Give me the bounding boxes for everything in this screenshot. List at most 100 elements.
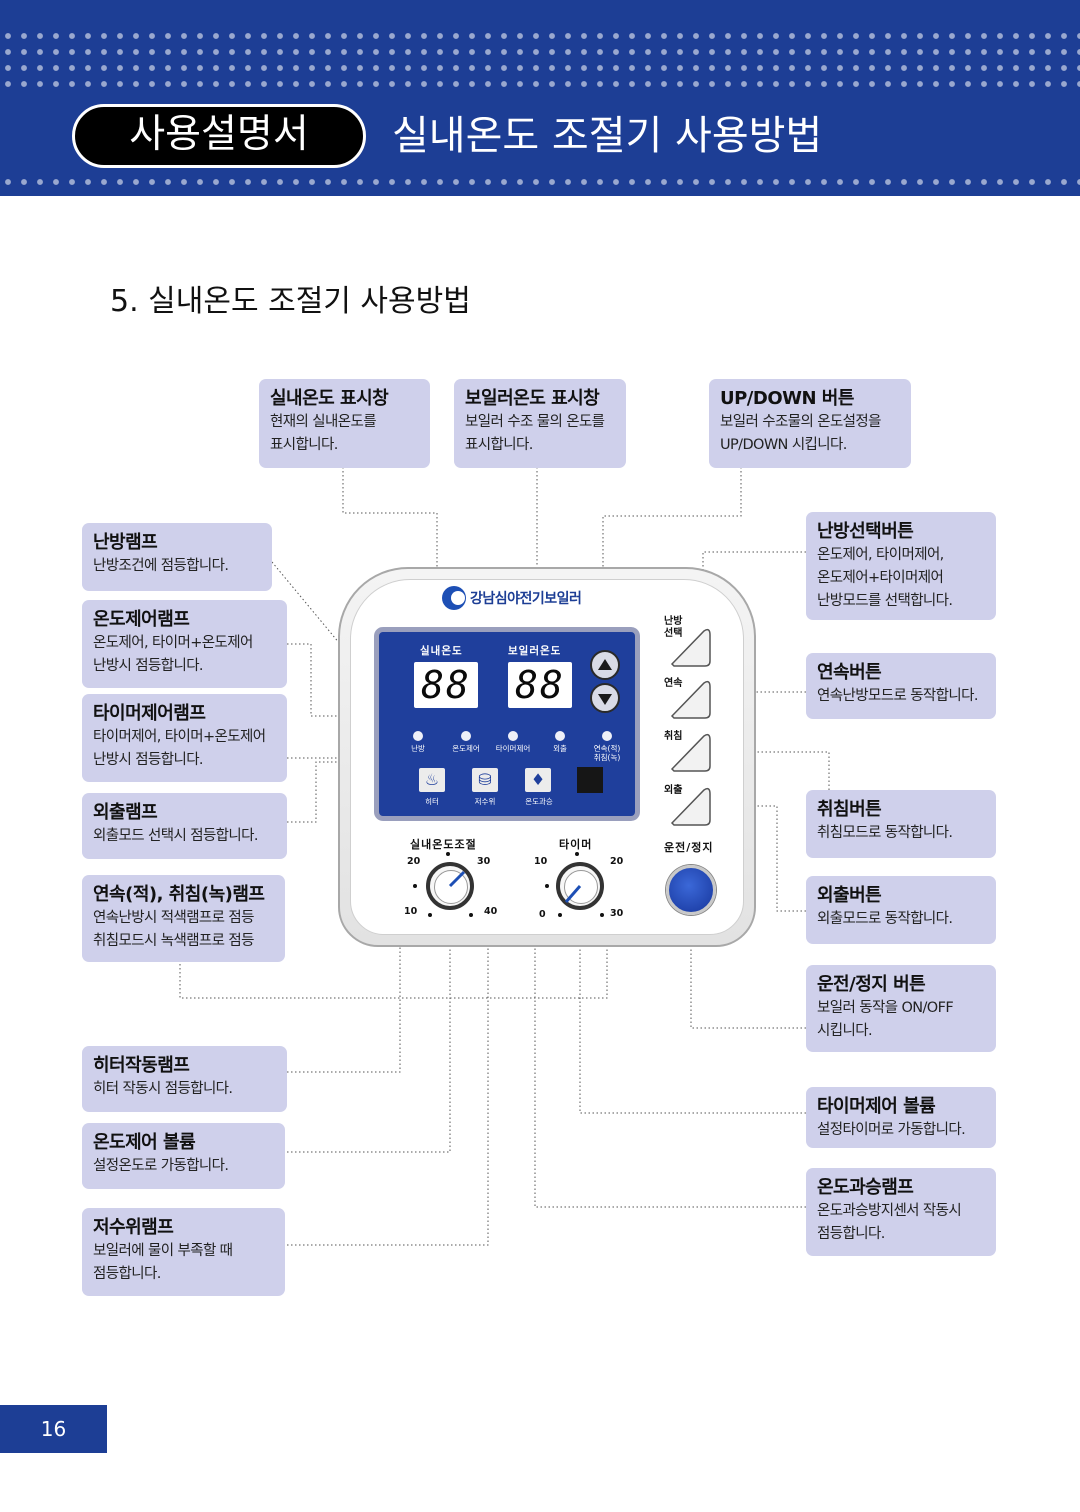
callout-text: 온도제어+타이머제어 xyxy=(817,570,944,586)
callout-timer-volume: 타이머제어 볼륨 설정타이머로 가동합니다. xyxy=(806,1087,996,1148)
knob-dot xyxy=(469,913,473,917)
room-knob-tick: 40 xyxy=(484,906,498,917)
callout-title: 저수위램프 xyxy=(93,1217,174,1238)
knob-dot xyxy=(413,884,417,888)
header-dots-row xyxy=(0,62,1080,74)
callout-text: 시킵니다. xyxy=(817,1023,873,1039)
callout-title: 타이머제어램프 xyxy=(93,703,206,724)
down-button[interactable] xyxy=(590,683,620,713)
callout-title: 난방램프 xyxy=(93,532,158,553)
heating-lamp-label: 난방 xyxy=(411,744,425,753)
callout-text: 연속난방모드로 동작합니다. xyxy=(817,688,979,704)
heating-lamp xyxy=(413,731,423,741)
boiler-temp-label: 보일러온도 xyxy=(508,645,562,657)
continuous-sleep-lamp xyxy=(602,731,612,741)
callout-text: UP/DOWN 시킵니다. xyxy=(720,437,847,453)
callout-text: 온도제어, 타이머제어, xyxy=(817,547,944,563)
low-water-icon: ⛁ xyxy=(472,768,498,792)
away-lamp-label: 외출 xyxy=(553,744,567,753)
callout-text: 취침모드시 녹색램프로 점등 xyxy=(93,933,255,949)
knob-dot xyxy=(575,852,579,856)
header-dots-row xyxy=(0,30,1080,42)
continuous-button[interactable] xyxy=(668,678,712,720)
header-title: 실내온도 조절기 사용방법 xyxy=(392,113,823,159)
callout-text: 보일러 수조 물의 온도를 xyxy=(465,414,605,430)
room-knob-tick: 20 xyxy=(407,856,421,867)
callout-room-display: 실내온도 표시창 현재의 실내온도를 표시합니다. xyxy=(259,379,430,468)
timer-control-knob[interactable] xyxy=(556,862,604,910)
callout-title: 온도과승램프 xyxy=(817,1177,914,1198)
callout-text: 온도제어, 타이머+온도제어 xyxy=(93,635,253,651)
callout-away-lamp: 외출램프 외출모드 선택시 점등합니다. xyxy=(82,793,287,859)
low-water-lamp-label: 저수위 xyxy=(474,797,496,806)
boiler-temp-display: 88 xyxy=(508,662,572,708)
timer-knob-pointer-icon xyxy=(564,885,582,903)
section-title: 5. 실내온도 조절기 사용방법 xyxy=(110,284,471,319)
callout-title: 실내온도 표시창 xyxy=(270,388,389,409)
callout-title: 운전/정지 버튼 xyxy=(817,974,926,995)
heat-select-label-1: 난방 xyxy=(664,616,683,627)
sleep-button[interactable] xyxy=(668,731,712,773)
callout-title: 타이머제어 볼륨 xyxy=(817,1096,936,1117)
temp-control-lamp xyxy=(461,731,471,741)
callout-updown: UP/DOWN 버튼 보일러 수조물의 온도설정을 UP/DOWN 시킵니다. xyxy=(709,379,911,468)
knob-dot xyxy=(446,852,450,856)
power-label: 운전/정지 xyxy=(664,841,714,854)
callout-title: 연속버튼 xyxy=(817,662,882,683)
power-button[interactable] xyxy=(666,865,716,915)
callout-overheat-lamp: 온도과승램프 온도과승방지센서 작동시 점등합니다. xyxy=(806,1168,996,1256)
callout-text: 난방시 점등합니다. xyxy=(93,658,204,674)
callout-continuous-button: 연속버튼 연속난방모드로 동작합니다. xyxy=(806,653,996,719)
callout-text: 보일러 수조물의 온도설정을 xyxy=(720,414,882,430)
heater-icon: ♨ xyxy=(419,768,445,792)
temp-knob-pointer-icon xyxy=(448,870,466,888)
callout-text: 현재의 실내온도를 xyxy=(270,414,377,430)
callout-boiler-display: 보일러온도 표시창 보일러 수조 물의 온도를 표시합니다. xyxy=(454,379,626,468)
temp-control-lamp-label: 온도제어 xyxy=(452,744,480,753)
room-knob-tick: 30 xyxy=(477,856,491,867)
room-temp-label: 실내온도 xyxy=(420,645,463,657)
brand-name: 강남심야전기보일러 xyxy=(470,591,582,607)
continuous-lamp-label: 연속(적) xyxy=(593,744,621,753)
room-temp-display: 88 xyxy=(414,662,478,708)
room-knob-label: 실내온도조절 xyxy=(410,838,477,851)
knob-dot xyxy=(600,913,604,917)
callout-title: 연속(적), 취침(녹)램프 xyxy=(93,884,265,905)
callout-text: 연속난방시 적색램프로 점등 xyxy=(93,910,255,926)
callout-text: 히터 작동시 점등합니다. xyxy=(93,1081,233,1097)
callout-text: 보일러에 물이 부족할 때 xyxy=(93,1243,233,1259)
callout-heating-lamp: 난방램프 난방조건에 점등합니다. xyxy=(82,523,272,591)
callout-text: 난방조건에 점등합니다. xyxy=(93,558,229,574)
callout-title: 히터작동램프 xyxy=(93,1055,190,1076)
up-button[interactable] xyxy=(590,650,620,680)
callout-text: 점등합니다. xyxy=(93,1266,161,1282)
away-button[interactable] xyxy=(668,785,712,827)
header-dots-row xyxy=(0,46,1080,58)
knob-dot xyxy=(558,913,562,917)
brand: 강남심야전기보일러 xyxy=(442,586,582,610)
callout-text: 점등합니다. xyxy=(817,1226,885,1242)
callout-text: 설정타이머로 가동합니다. xyxy=(817,1122,966,1138)
continuous-label: 연속 xyxy=(664,678,683,689)
callout-sleep-button: 취침버튼 취침모드로 동작합니다. xyxy=(806,790,996,858)
callout-title: 보일러온도 표시창 xyxy=(465,388,600,409)
sleep-label: 취침 xyxy=(664,731,683,742)
timer-knob-label: 타이머 xyxy=(559,838,593,851)
callout-text: 표시합니다. xyxy=(270,437,338,453)
callout-text: 취침모드로 동작합니다. xyxy=(817,825,953,841)
away-lamp xyxy=(555,731,565,741)
callout-away-button: 외출버튼 외출모드로 동작합니다. xyxy=(806,876,996,944)
callout-text: 표시합니다. xyxy=(465,437,533,453)
knob-dot xyxy=(428,913,432,917)
callout-text: 난방시 점등합니다. xyxy=(93,752,204,768)
timer-knob-tick: 0 xyxy=(539,909,546,920)
overheat-flame-icon: ♦ xyxy=(525,768,551,792)
callout-text: 타이머제어, 타이머+온도제어 xyxy=(93,729,266,745)
heater-lamp-label: 히터 xyxy=(425,797,439,806)
callout-temp-volume: 온도제어 볼륨 설정온도로 가동합니다. xyxy=(82,1123,285,1189)
callout-text: 보일러 동작을 ON/OFF xyxy=(817,1000,954,1016)
page-header: 사용설명서 실내온도 조절기 사용방법 xyxy=(0,0,1080,196)
sleep-lamp-label: 취침(녹) xyxy=(593,753,621,762)
callout-heater-lamp: 히터작동램프 히터 작동시 점등합니다. xyxy=(82,1046,287,1112)
heat-select-button[interactable] xyxy=(668,626,712,668)
